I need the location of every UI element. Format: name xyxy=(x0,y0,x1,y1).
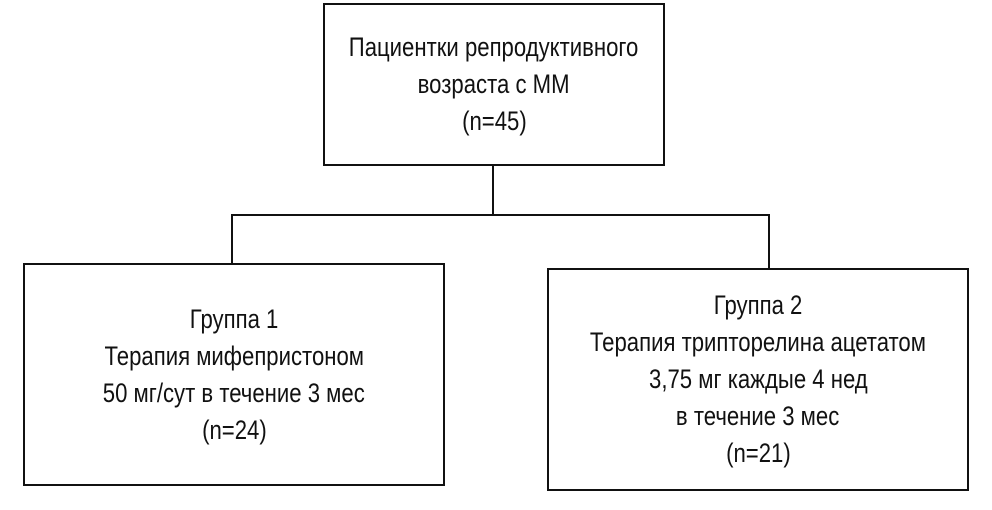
group2-line-5: (n=21) xyxy=(725,438,791,468)
connector-vertical-root xyxy=(492,165,494,216)
group2-line-1: Группа 2 xyxy=(713,290,803,320)
connector-horizontal xyxy=(231,214,770,216)
group2-line-3: 3,75 мг каждые 4 нед xyxy=(648,364,868,394)
connector-left xyxy=(231,214,233,264)
root-box: Пациентки репродуктивного возраста с ММ … xyxy=(323,3,665,166)
group2-box: Группа 2 Терапия трипторелина ацетатом 3… xyxy=(547,268,969,491)
group1-line-2: Терапия мифепристоном xyxy=(104,340,364,371)
group1-box: Группа 1 Терапия мифепристоном 50 мг/сут… xyxy=(23,263,445,486)
group2-line-2: Терапия трипторелина ацетатом xyxy=(589,327,927,357)
group1-line-3: 50 мг/сут в течение 3 мес xyxy=(102,377,366,408)
root-line-1: Пациентки репродуктивного xyxy=(349,32,639,62)
group1-line-1: Группа 1 xyxy=(189,303,279,334)
root-line-3: (n=45) xyxy=(461,106,527,136)
root-line-2: возраста с ММ xyxy=(418,69,570,99)
group2-line-4: в течение 3 мес xyxy=(676,401,840,431)
connector-right xyxy=(768,214,770,269)
group1-line-4: (n=24) xyxy=(201,414,267,445)
